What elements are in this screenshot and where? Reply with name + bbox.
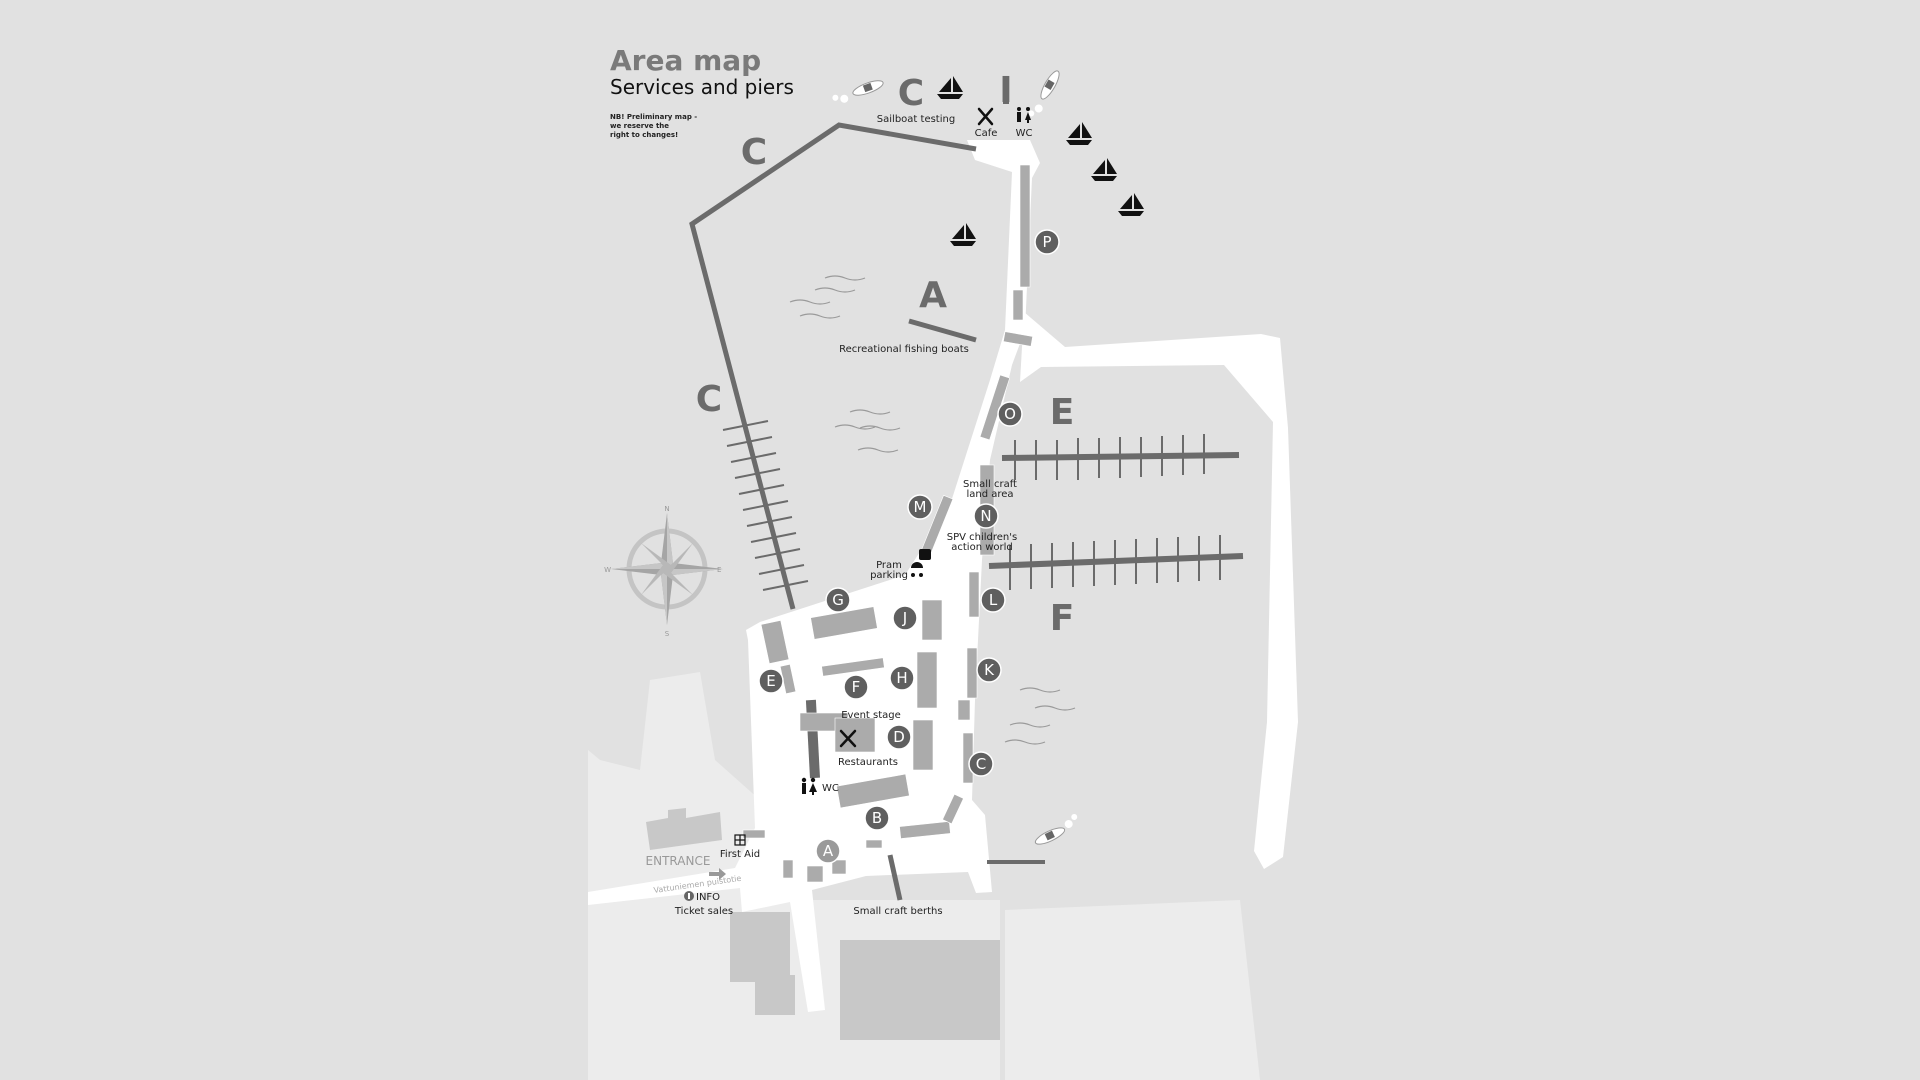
svg-text:H: H [896,669,907,687]
sailboat-testing-label: Sailboat testing [877,114,955,125]
ticket-sales-label: Ticket sales [674,906,733,917]
entrance-label: ENTRANCE [646,854,711,868]
compass-rose: N E S W [604,505,723,638]
pier-c-fingers [722,420,809,591]
zone-marker-h[interactable]: H [889,665,915,691]
life-vest-icon [919,549,931,560]
sailboat-icon [1066,122,1092,145]
zone-marker-k[interactable]: K [976,657,1002,683]
breakwater [1020,312,1298,869]
svg-text:we reserve the: we reserve the [610,122,669,130]
wc-plaza-label: WC [822,783,839,794]
map-subtitle: Services and piers [610,75,794,99]
sailboat-icon [1091,158,1117,181]
pier-f [988,535,1244,590]
svg-text:right to changes!: right to changes! [610,131,678,139]
spv-label-2: action world [951,542,1013,553]
svg-text:K: K [984,661,995,679]
pram-icon [911,562,923,577]
zone-marker-o[interactable]: O [997,401,1023,427]
pier-label-a: A [919,275,947,316]
first-aid-label: First Aid [720,849,760,860]
pier-label-i: I [999,70,1012,111]
svg-text:P: P [1042,233,1051,251]
svg-text:S: S [665,630,670,638]
pier-label-e: E [1050,392,1075,433]
svg-text:B: B [872,809,882,827]
entrance-arrow-icon [709,868,726,880]
zone-marker-b[interactable]: B [864,805,890,831]
spv-label: SPV children's [947,532,1017,543]
sailboat-icon [937,76,963,99]
pier-label-c-top: C [898,73,924,114]
pier-label-c-lower: C [696,379,722,420]
sailboat-icons [937,76,1144,246]
pier-e [1001,434,1240,480]
svg-text:C: C [976,755,986,773]
zone-marker-l[interactable]: L [980,587,1006,613]
event-stage-label: Event stage [841,710,901,721]
svg-text:NB! Preliminary map -: NB! Preliminary map - [610,113,697,121]
restaurant-icon [839,729,857,748]
restaurants-label: Restaurants [838,757,898,768]
svg-text:M: M [914,498,927,516]
svg-text:N: N [664,505,669,513]
zone-marker-j[interactable]: J [892,605,918,631]
zone-marker-e[interactable]: E [758,668,784,694]
small-craft-berths-label: Small craft berths [853,906,942,917]
svg-text:A: A [823,842,834,860]
svg-text:N: N [980,507,991,525]
svg-text:J: J [902,609,907,627]
sailboat-icon [1118,193,1144,216]
zone-marker-a[interactable]: A [815,838,841,864]
info-icon [684,891,694,901]
recreational-fishing-label: Recreational fishing boats [839,344,969,355]
pier-label-c-left: C [741,132,767,173]
walkway [588,140,1040,1012]
svg-text:E: E [717,566,721,574]
small-craft-land-label: Small craft [963,479,1017,490]
preliminary-notice: NB! Preliminary map - we reserve the rig… [610,113,697,139]
zone-marker-g[interactable]: G [825,587,851,613]
svg-text:O: O [1004,405,1016,423]
pram-parking-label-2: parking [870,570,908,581]
wc-label: WC [1016,128,1033,139]
pier-label-f: F [1050,598,1075,639]
pram-parking-label: Pram [876,560,902,571]
pier-a [908,318,977,343]
first-aid-icon [734,834,746,846]
zone-marker-f[interactable]: F [843,674,869,700]
svg-text:G: G [832,591,844,609]
motorboat-icons [832,70,1078,845]
map-title: Area map [610,44,761,77]
svg-text:D: D [893,728,905,746]
wc-icon-plaza [801,777,817,795]
cafe-icon [977,107,994,126]
svg-text:L: L [989,591,998,609]
small-craft-berth-pier [887,854,903,901]
water-waves [789,275,1076,745]
pier-c [689,122,977,610]
cafe-label: Cafe [975,128,998,139]
sailboat-icon [950,223,976,246]
svg-text:F: F [852,678,861,696]
info-label: INFO [696,892,720,903]
svg-text:W: W [604,566,611,574]
wc-icon [1017,107,1031,123]
small-craft-land-label-2: land area [966,489,1013,500]
zone-marker-n[interactable]: N [973,503,999,529]
zone-marker-p[interactable]: P [1034,229,1060,255]
zone-marker-d[interactable]: D [886,724,912,750]
zone-marker-m[interactable]: M [907,494,933,520]
stalls [742,164,1034,883]
zone-marker-c[interactable]: C [968,751,994,777]
svg-text:E: E [766,672,775,690]
